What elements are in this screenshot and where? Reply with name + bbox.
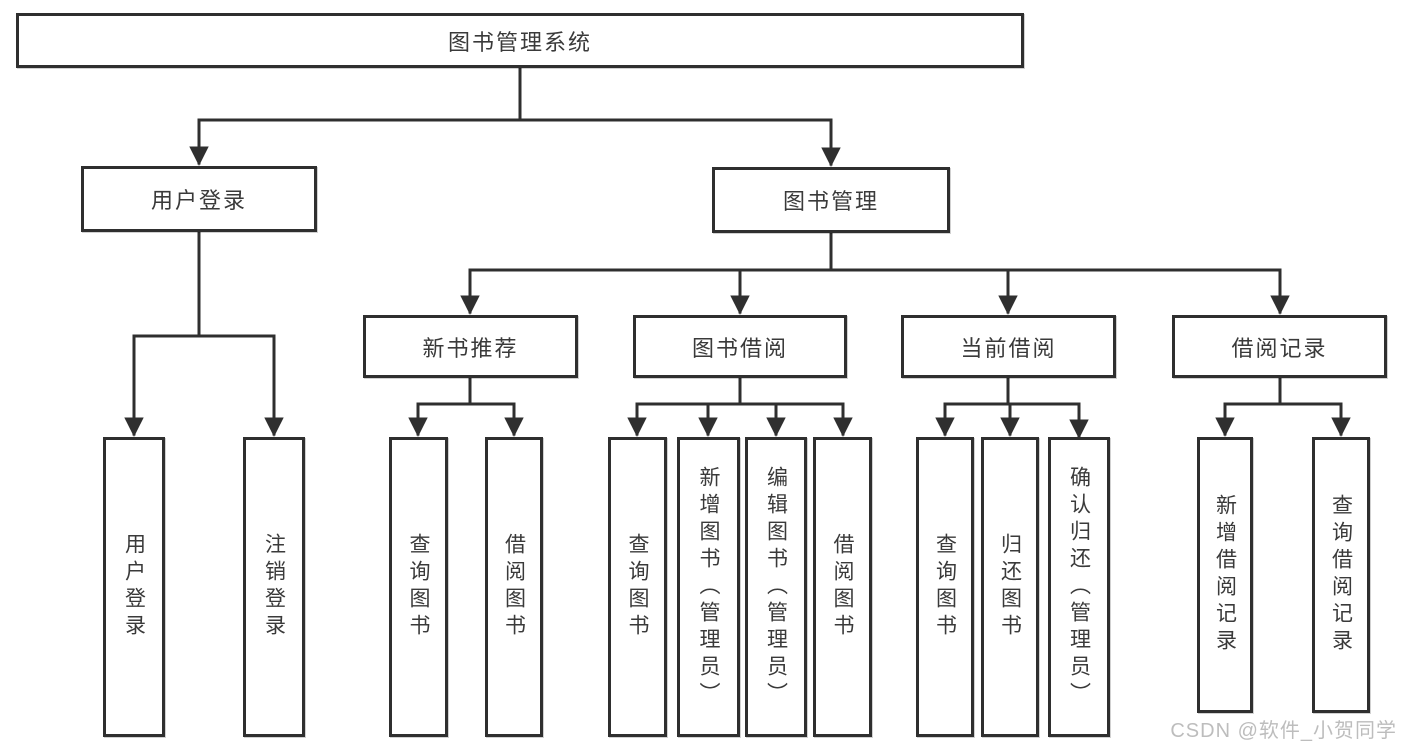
leaf-confirm-return-admin: 确认归还（管理员）: [1048, 437, 1110, 737]
leaf-edit-book-admin: 编辑图书（管理员）: [745, 437, 807, 737]
node-current-borrow: 当前借阅: [901, 315, 1116, 378]
leaf-query-books-current: 查询图书: [916, 437, 974, 737]
node-label: 借阅图书: [502, 533, 526, 641]
node-label: 注销登录: [262, 533, 286, 641]
node-label: 查询图书: [407, 533, 430, 641]
leaf-logout: 注销登录: [243, 437, 305, 737]
node-label: 新增图书（管理员）: [697, 465, 720, 709]
node-label: 归还图书: [998, 533, 1022, 641]
node-label: 查询图书: [933, 533, 957, 641]
node-label: 查询借阅记录: [1329, 494, 1353, 656]
leaf-add-book-admin: 新增图书（管理员）: [677, 437, 740, 737]
node-label: 查询图书: [626, 533, 649, 641]
node-label: 新书推荐: [422, 335, 519, 361]
node-label: 编辑图书（管理员）: [764, 465, 788, 709]
node-label: 借阅图书: [831, 533, 854, 641]
node-user-login-group: 用户登录: [81, 166, 317, 232]
node-library-management-system: 图书管理系统: [16, 13, 1024, 68]
leaf-return-book: 归还图书: [981, 437, 1039, 737]
node-label: 新增借阅记录: [1213, 494, 1237, 656]
node-borrow-records: 借阅记录: [1172, 315, 1387, 378]
node-label: 用户登录: [122, 533, 146, 641]
node-label: 图书管理系统: [447, 29, 592, 55]
node-label: 确认归还（管理员）: [1067, 465, 1091, 709]
node-new-book-recommend: 新书推荐: [363, 315, 578, 378]
leaf-query-books-recommend: 查询图书: [389, 437, 448, 737]
node-label: 用户登录: [150, 188, 247, 213]
leaf-user-login: 用户登录: [103, 437, 165, 737]
node-book-borrow: 图书借阅: [633, 315, 847, 378]
node-book-management: 图书管理: [712, 167, 950, 233]
leaf-add-borrow-record: 新增借阅记录: [1197, 437, 1253, 713]
leaf-borrow-books: 借阅图书: [813, 437, 872, 737]
node-label: 当前借阅: [960, 335, 1057, 361]
node-label: 图书管理: [782, 189, 879, 214]
csdn-watermark: CSDN @软件_小贺同学: [1170, 720, 1397, 742]
leaf-borrow-books-recommend: 借阅图书: [485, 437, 543, 737]
leaf-query-books-borrow: 查询图书: [608, 437, 667, 737]
leaf-query-borrow-record: 查询借阅记录: [1312, 437, 1370, 713]
node-label: 图书借阅: [691, 335, 788, 361]
node-label: 借阅记录: [1231, 335, 1328, 361]
